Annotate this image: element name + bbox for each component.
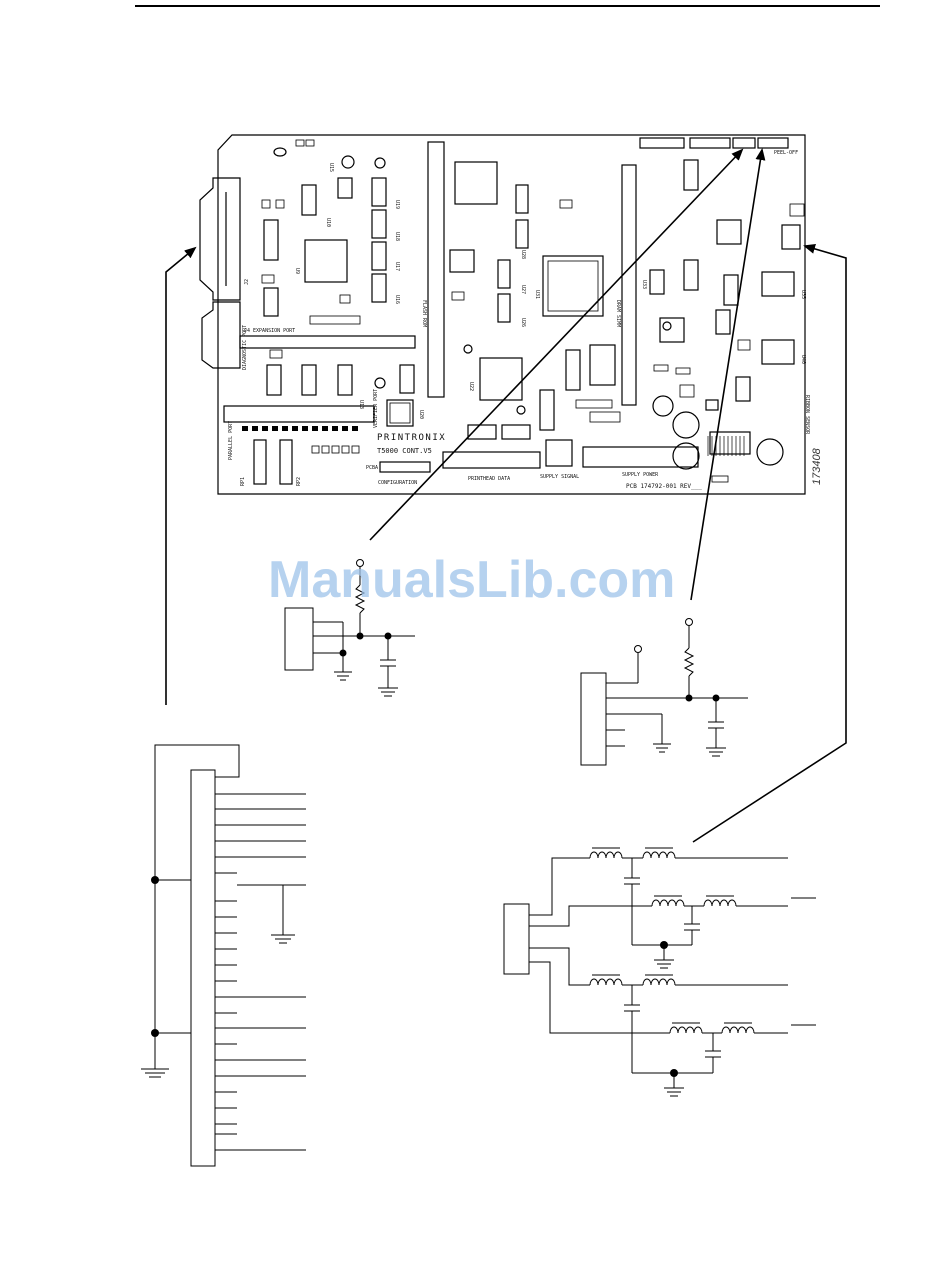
label-u20: U20 (418, 410, 424, 419)
label-verifier-port: VERIFIER PORT (373, 389, 379, 428)
arrow-to-peel-off (690, 148, 766, 601)
label-pcba: PCBA (366, 465, 378, 471)
label-flash-rom: FLASH ROM (421, 300, 427, 327)
top-connector-2 (689, 137, 731, 149)
connector-body (190, 769, 216, 1167)
callout-arrows (165, 148, 847, 843)
label-u18: U18 (394, 232, 400, 241)
flash-rom-slot (427, 141, 445, 398)
label-j4-expansion: J4 EXPANSION PORT (244, 328, 295, 334)
label-rp1: RP1 (240, 477, 246, 486)
chip-u48 (659, 317, 685, 343)
supply-power-header (582, 446, 699, 468)
label-u31: U31 (534, 290, 540, 299)
inductor (642, 978, 676, 986)
top-connector-3 (732, 137, 756, 149)
label-peel-off: PEEL-OFF (774, 150, 798, 156)
dram-simm-slot (621, 164, 637, 406)
connector-pinout-nodes (151, 876, 159, 1037)
sensor-schematic-right (580, 618, 748, 766)
supply-terminal (634, 645, 642, 653)
board-labels: PRINTRONIX T5000 CONT.V5 PCB 174792-001 … (228, 150, 823, 490)
inductor (669, 1026, 703, 1034)
sensor-schematic-left-nodes (339, 632, 392, 657)
pullup-terminal (356, 559, 364, 567)
label-u27: U27 (520, 285, 526, 294)
j2-dsub-connector (199, 177, 241, 301)
label-supply-signal: SUPPLY SIGNAL (540, 474, 579, 480)
chip-flash (589, 344, 616, 386)
sensor-schematic-right-nodes (685, 694, 720, 702)
label-u22: U22 (468, 382, 474, 391)
label-supply-power: SUPPLY POWER (622, 472, 659, 478)
chip-u31 (542, 255, 604, 317)
label-u40: U40 (800, 355, 806, 364)
top-connector-1 (639, 137, 685, 149)
arrow-to-supply-connector (692, 244, 847, 843)
connector-pinout-schematic (141, 744, 306, 1167)
power-filter-schematic (503, 847, 816, 1097)
label-u13: U13 (358, 400, 364, 409)
capacitor-c57 (652, 395, 674, 417)
chip-u45 (716, 219, 742, 245)
resistor (683, 647, 695, 677)
capacitor-c58 (672, 442, 700, 470)
label-rp2: RP2 (296, 477, 302, 486)
arrow-to-j2-connector (165, 246, 197, 705)
label-u17: U17 (394, 262, 400, 271)
j5-dsub-connector (201, 301, 241, 369)
capacitor-c55 (672, 411, 700, 439)
sensor-schematic-left (284, 559, 415, 697)
resistor (354, 584, 366, 614)
label-u16: U16 (394, 295, 400, 304)
arrow-to-ribbon-sensor (369, 148, 744, 541)
board-pin-rows (242, 426, 360, 454)
chip-u22 (479, 357, 523, 401)
board-model: T5000 CONT.V5 (377, 447, 432, 455)
chip-u9 (304, 239, 348, 283)
label-u10: U10 (325, 218, 331, 227)
pullup-terminal (685, 618, 693, 626)
inductor (589, 978, 623, 986)
capacitor-c59 (756, 438, 784, 466)
connector-block (284, 607, 314, 671)
inductor (589, 851, 623, 859)
label-u35: U35 (800, 290, 806, 299)
top-connector-4 (757, 137, 789, 149)
label-u33: U33 (641, 280, 647, 289)
board-brand: PRINTRONIX (377, 433, 446, 443)
label-dram-simm: DRAM SIMM (615, 300, 621, 327)
label-u26: U26 (520, 318, 526, 327)
inductor (721, 1026, 755, 1034)
printhead-data-header (442, 451, 541, 469)
watermark: ManualsLib.com (268, 551, 675, 609)
board-small-parts (261, 139, 805, 483)
expansion-port-strip (239, 335, 416, 349)
label-ribbon-sensor: RIBBON SENSOR (804, 395, 810, 435)
label-printhead-data: PRINTHEAD DATA (468, 476, 510, 482)
power-filter-nodes (660, 941, 678, 1077)
label-configuration: CONFIGURATION (378, 480, 417, 486)
chip-u20 (454, 161, 498, 205)
pcb-number: PCB 174792-001 REV___ (626, 483, 702, 490)
label-u19: U19 (394, 200, 400, 209)
label-u28: U28 (520, 250, 526, 259)
pcb-board (199, 134, 806, 495)
parallel-port-header (223, 405, 375, 423)
supply-power-fins (707, 436, 745, 456)
power-connector (503, 903, 530, 975)
drawing-number: 173408 (811, 447, 823, 485)
connector-block (580, 672, 607, 766)
label-j2: J2 (244, 279, 250, 285)
board-outline (217, 134, 806, 495)
label-parallel-port: PARALLEL PORT (228, 421, 234, 460)
inductor (703, 899, 737, 907)
label-diagnostic-port: DIAGNOSTIC PORT (242, 325, 248, 370)
inductor (651, 899, 685, 907)
inductor (642, 851, 676, 859)
label-u9: U9 (294, 268, 300, 274)
label-u15: U15 (328, 163, 334, 172)
